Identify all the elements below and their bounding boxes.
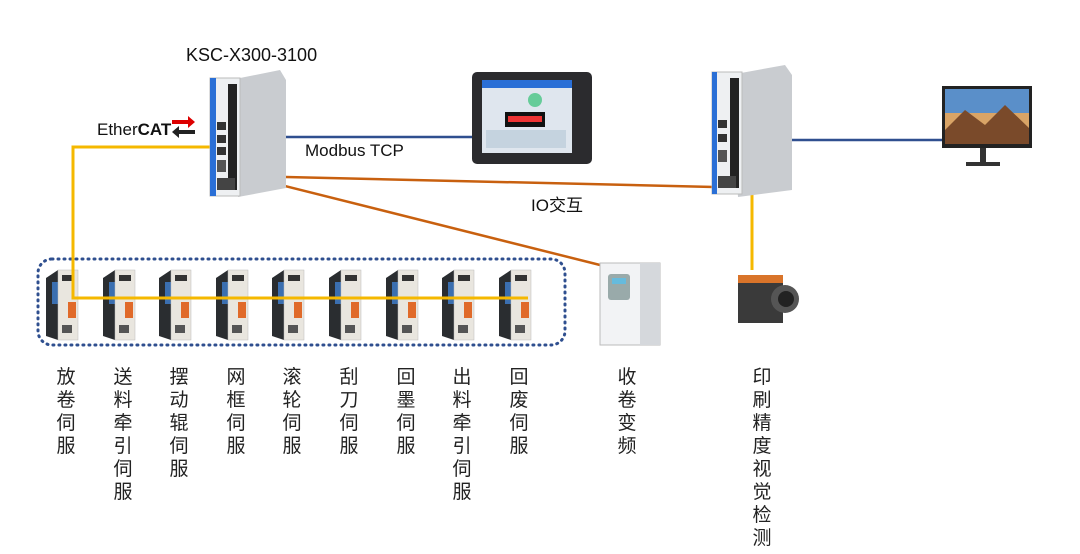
servo-label: 滚轮伺服 [282, 366, 302, 457]
servo-label: 摆动辊伺服 [169, 366, 189, 480]
servo-drive [442, 269, 475, 341]
servo-drive [272, 269, 305, 341]
modbus-label: Modbus TCP [305, 141, 404, 160]
servo-drive [216, 269, 249, 341]
servo-drive [499, 269, 532, 341]
vfd-label: 收卷变频 [617, 366, 637, 457]
ethercat-line [71, 145, 528, 300]
servo-label: 回废伺服 [509, 366, 529, 457]
servo-drive [103, 269, 136, 341]
vfd-line [244, 174, 613, 270]
monitor [942, 86, 1032, 166]
servo-drive [329, 269, 362, 341]
io-line [244, 174, 715, 189]
servo-drive [159, 269, 192, 341]
servo-drive [386, 269, 419, 341]
ethercat-arrow-icon [172, 116, 195, 138]
io-label: IO交互 [531, 196, 583, 215]
vision-camera [738, 275, 799, 323]
servo-label: 送料牵引伺服 [113, 366, 133, 503]
servo-group-outline [36, 257, 567, 347]
ethercat-logo-cat: CAT [137, 120, 172, 139]
servo-label: 出料牵引伺服 [452, 366, 472, 503]
servo-label: 刮刀伺服 [339, 366, 359, 457]
hmi-panel [472, 72, 592, 164]
servo-label: 回墨伺服 [396, 366, 416, 457]
controller-title: KSC-X300-3100 [186, 45, 318, 65]
servo-label: 网框伺服 [226, 366, 246, 457]
ethercat-logo: EtherCAT [97, 120, 171, 140]
vfd-drive [599, 262, 661, 346]
ethercat-logo-ether: Ether [97, 120, 138, 139]
vision-label: 印刷精度视觉检测 [752, 366, 772, 549]
controller-main [209, 70, 286, 197]
servo-label: 放卷伺服 [56, 366, 76, 457]
controller-vision [711, 65, 792, 197]
